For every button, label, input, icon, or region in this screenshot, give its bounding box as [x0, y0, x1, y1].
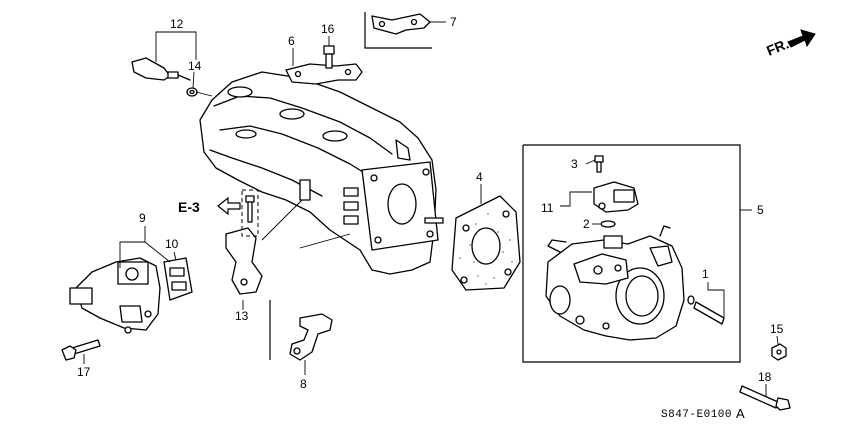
callout-4: 4	[476, 170, 483, 184]
sensor-12	[131, 57, 191, 81]
callout-17: 17	[77, 365, 91, 379]
callout-5: 5	[757, 203, 764, 217]
diagram-code: S847-E0100 A	[661, 406, 745, 421]
idle-air-control-valve	[69, 257, 161, 334]
callout-6: 6	[288, 34, 295, 48]
bracket-8	[289, 313, 333, 361]
bolt-13-dashed-box	[241, 189, 259, 237]
callout-10: 10	[165, 237, 179, 251]
nut-15	[771, 343, 787, 361]
callout-7: 7	[450, 15, 457, 29]
o-ring-2	[600, 220, 616, 228]
bracket-7	[371, 13, 431, 35]
throttle-body	[545, 225, 685, 341]
bracket-7-inset	[364, 12, 446, 49]
gasket-texture	[459, 213, 513, 285]
throttle-position-sensor	[593, 181, 639, 213]
gasket-10	[163, 257, 193, 301]
callout-8: 8	[300, 377, 307, 391]
front-direction-indicator: FR.	[764, 29, 816, 59]
callout-11: 11	[541, 201, 554, 215]
washer-14	[186, 87, 198, 97]
bolt-17	[61, 339, 101, 361]
callout-13: 13	[235, 309, 249, 323]
gasket-4	[451, 195, 521, 291]
callout-3: 3	[571, 157, 578, 171]
leader-lines	[83, 31, 779, 396]
bolt-16	[323, 45, 335, 69]
callout-16: 16	[321, 22, 335, 36]
manifold-stud	[424, 217, 444, 224]
intake-manifold	[199, 71, 439, 275]
front-direction-label: FR.	[764, 35, 791, 58]
callout-1: 1	[702, 267, 709, 281]
reference-e3: E-3	[178, 196, 241, 216]
callout-9: 9	[139, 211, 146, 225]
diagram-code-revision: A	[736, 406, 745, 421]
callout-2: 2	[583, 217, 590, 231]
callout-14: 14	[188, 59, 202, 73]
bracket-6	[285, 63, 363, 85]
reference-arrow-icon	[217, 196, 241, 216]
bolt-1	[687, 295, 725, 325]
throttle-body-frame	[522, 144, 741, 363]
bolt-18	[739, 385, 791, 411]
callout-12: 12	[170, 17, 184, 31]
diagram-code-number: S847-E0100	[661, 409, 732, 421]
reference-e3-label: E-3	[178, 199, 200, 215]
bracket-8-inset	[269, 300, 333, 375]
front-arrow-icon	[787, 29, 816, 48]
callout-15: 15	[770, 322, 784, 336]
bracket-13	[225, 227, 263, 295]
screw-3	[594, 155, 604, 173]
bolt-13	[245, 195, 255, 223]
callout-numbers: 1 2 3 4 5 6 7 8 9 10 11 12 13 14 15 16 1…	[77, 15, 784, 391]
callout-18: 18	[758, 370, 772, 384]
